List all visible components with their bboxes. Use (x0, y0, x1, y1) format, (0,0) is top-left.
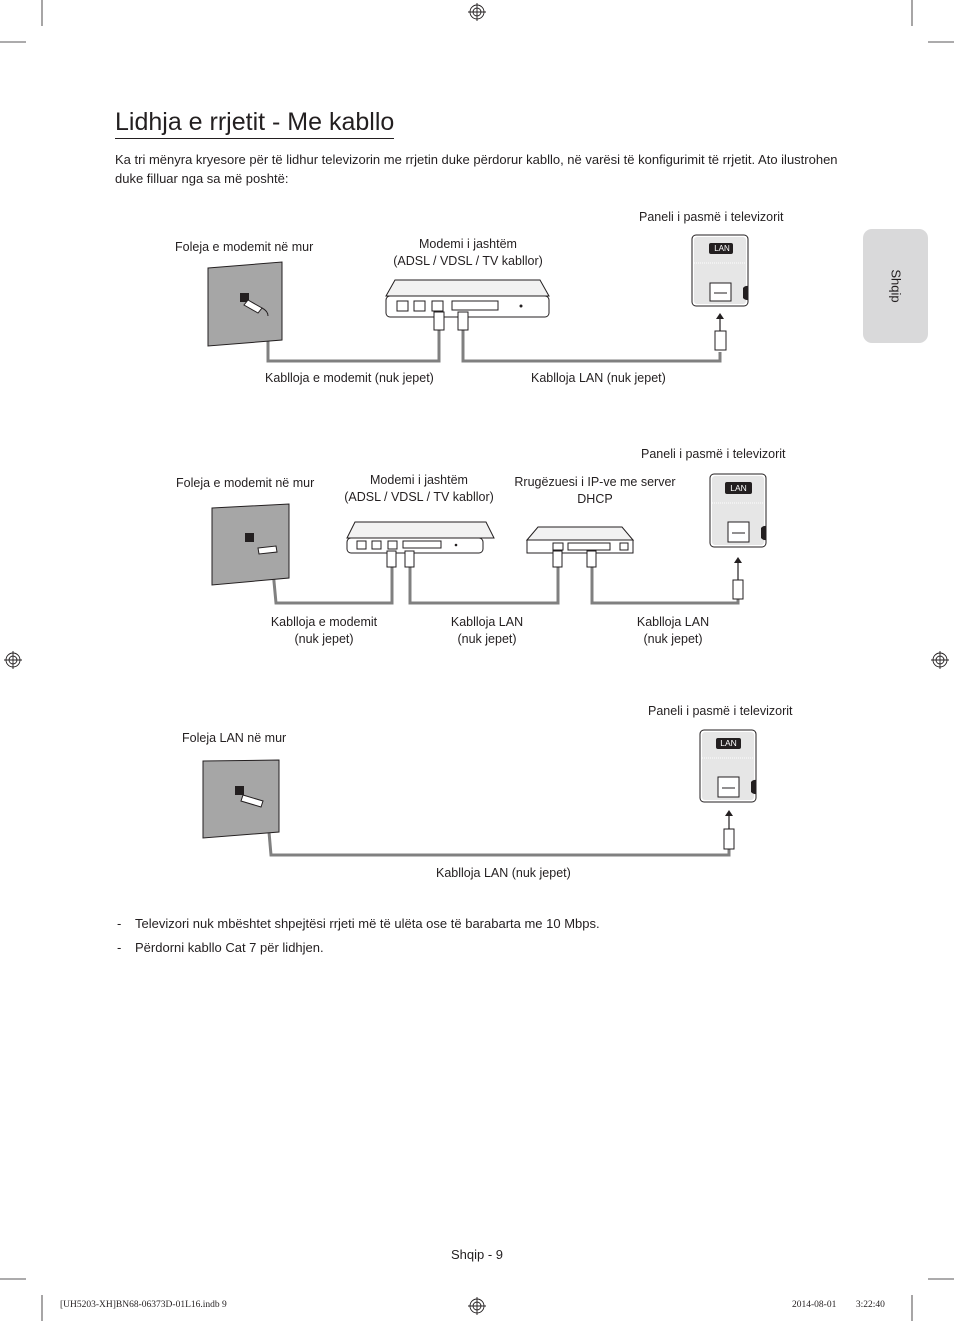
diagram-2-router-label-line1: Rrugëzuesi i IP-ve me server (514, 475, 676, 489)
diagram-2-router-label: Rrugëzuesi i IP-ve me server DHCP (510, 474, 680, 508)
language-side-tab: Shqip (863, 229, 928, 343)
diagram-2-lan-cable-a (408, 567, 560, 605)
diagram-1-modem-label: Modemi i jashtëm (ADSL / VDSL / TV kabll… (392, 236, 544, 270)
registration-mark-bottom (468, 1297, 486, 1315)
intro-paragraph: Ka tri mënyra kryesore për të lidhur tel… (115, 152, 838, 186)
diagram-1-lan-badge: LAN (714, 244, 730, 253)
note-1-bullet: - (117, 916, 122, 931)
diagram-1-wall-label: Foleja e modemit në mur (175, 240, 314, 254)
note-1: -Televizori nuk mbështet shpejtësi rrjet… (117, 916, 600, 931)
diagram-2-cable2-label: Kablloja LAN (nuk jepet) (437, 614, 537, 648)
diagram-2-tv-label: Paneli i pasmë i televizorit (641, 447, 786, 461)
diagram-2-cable1-label: Kablloja e modemit (nuk jepet) (264, 614, 384, 648)
diagram-2-modem-label: Modemi i jashtëm (ADSL / VDSL / TV kabll… (343, 472, 495, 506)
diagram-2-lan-cable-b (590, 567, 740, 605)
diagram-2-wall-socket (211, 503, 290, 586)
diagram-2-wall-label: Foleja e modemit në mur (176, 476, 315, 490)
print-info-right: 2014-08-01 ￿￿ 3:22:40 (792, 1300, 885, 1310)
diagram-2-cable1-label-line1: Kablloja e modemit (270, 615, 378, 629)
registration-mark-top (468, 3, 486, 21)
note-2: -Përdorni kabllo Cat 7 për lidhjen. (117, 940, 324, 955)
diagram-2-cable3-label: Kablloja LAN (nuk jepet) (623, 614, 723, 648)
diagram-2-modem-cable (270, 559, 394, 605)
diagram-1-tv-label: Paneli i pasmë i televizorit (639, 210, 784, 224)
diagram-2-cable2-label-line2: (nuk jepet) (457, 632, 517, 646)
diagram-2-cable1-label-line2: (nuk jepet) (294, 632, 354, 646)
diagram-1-tv-panel (691, 234, 749, 351)
registration-mark-right (931, 651, 949, 669)
diagram-3-wall-label: Foleja LAN në mur (182, 731, 287, 745)
diagram-3-tv-panel (699, 729, 757, 850)
diagram-3-lan-badge: LAN (716, 738, 741, 749)
diagram-1-modem (385, 279, 550, 331)
diagram-2-cable3-label-line1: Kablloja LAN (636, 615, 710, 629)
diagram-2-cables (270, 559, 740, 605)
diagram-2-router-label-line2: DHCP (577, 492, 613, 506)
note-2-bullet: - (117, 940, 122, 955)
diagram-2-modem-label-line1: Modemi i jashtëm (370, 473, 468, 487)
page-title: Lidhja e rrjetit - Me kabllo (115, 108, 395, 139)
diagram-1-cable2-label: Kablloja LAN (nuk jepet) (531, 371, 666, 385)
diagram-1-modem-label-line2: (ADSL / VDSL / TV kabllor) (393, 254, 543, 268)
diagram-3-wall-socket (202, 759, 280, 839)
note-1-text: Televizori nuk mbështet shpejtësi rrjeti… (135, 916, 600, 931)
diagram-2-modem-label-line2: (ADSL / VDSL / TV kabllor) (344, 490, 494, 504)
diagram-1-modem-label-line1: Modemi i jashtëm (419, 237, 517, 251)
diagram-3-cable (265, 808, 731, 857)
diagram-3-tv-label: Paneli i pasmë i televizorit (648, 704, 793, 718)
diagram-1-wall-socket (207, 261, 283, 347)
diagram-2-modem (346, 521, 495, 568)
diagram-3-cable-label: Kablloja LAN (nuk jepet) (436, 866, 571, 880)
diagram-1-cable1-label: Kablloja e modemit (nuk jepet) (265, 371, 434, 385)
page-footer: Shqip - 9 (450, 1247, 504, 1262)
note-2-text: Përdorni kabllo Cat 7 për lidhjen. (135, 940, 324, 955)
registration-mark-left (4, 651, 22, 669)
diagram-2-router (525, 526, 635, 568)
diagram-1-lan-cable (461, 328, 722, 363)
print-info-left: [UH5203-XH]BN68-06373D-01L16.indb 9 (60, 1300, 227, 1310)
diagram-2-lan-badge: LAN (725, 482, 752, 494)
diagram-2-cable3-label-line2: (nuk jepet) (643, 632, 703, 646)
diagram-2-cable2-label-line1: Kablloja LAN (450, 615, 524, 629)
